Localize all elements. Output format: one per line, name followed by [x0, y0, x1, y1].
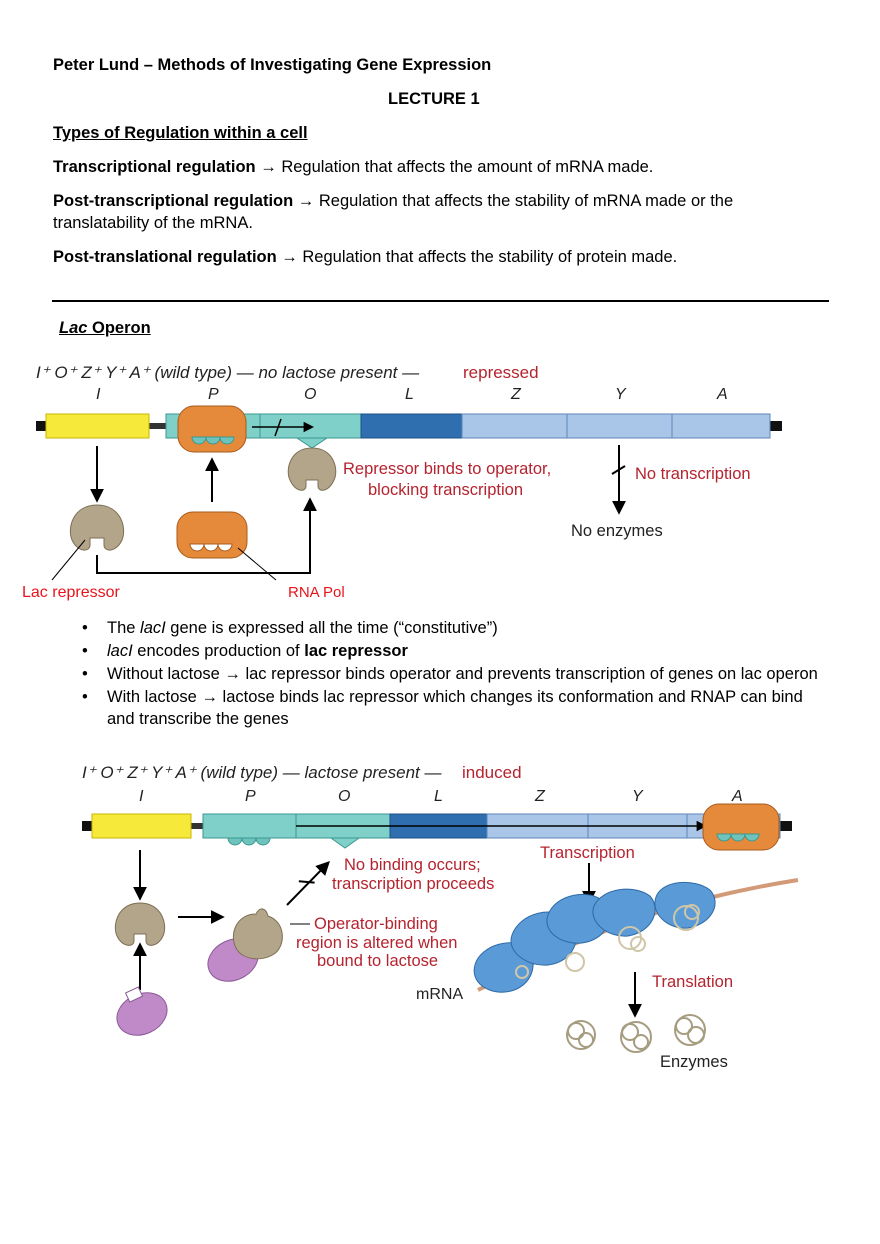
- ribosome-icon: [654, 881, 716, 929]
- fig1-title-genotype: I⁺ O⁺ Z⁺ Y⁺ A⁺ (wild type) — no lactose …: [36, 363, 420, 382]
- enzyme-icon: [566, 1020, 596, 1050]
- fig1-repressor-binding-path: [96, 497, 317, 574]
- regulation-item-transcriptional: Transcriptional regulation → Regulation …: [53, 156, 653, 178]
- fig2-enzymes: [566, 1014, 706, 1053]
- fig2-gene-label-z: Z: [534, 788, 546, 805]
- lac-operon-repressed-figure: I⁺ O⁺ Z⁺ Y⁺ A⁺ (wild type) — no lactose …: [22, 363, 782, 601]
- regulation-item-post-transcriptional: Post-transcriptional regulation → Regula…: [53, 190, 733, 212]
- list-item: lacI encodes production of lac repressor: [82, 640, 827, 662]
- bullet-text: encodes production of: [132, 642, 305, 660]
- fig2-mrna-strand: [477, 878, 799, 992]
- fig2-nascent-polypeptides: [515, 904, 700, 979]
- fig1-gene-label-z: Z: [510, 386, 522, 403]
- fig1-free-repressor-icon: [69, 504, 125, 551]
- fig1-gene-label-i: I: [96, 386, 101, 403]
- fig1-free-rna-pol-icon: [176, 511, 248, 559]
- list-item: Without lactose → lac repressor binds op…: [82, 663, 827, 685]
- ribosome-icon: [473, 942, 534, 993]
- list-item: With lactose → lactose binds lac repress…: [82, 686, 827, 730]
- regulation-term: Post-transcriptional regulation: [53, 192, 294, 210]
- operon-heading-rest: Operon: [87, 319, 151, 337]
- bullet-text: Without lactose → lac repressor binds op…: [107, 665, 818, 683]
- fig2-gene-label-a: A: [731, 788, 743, 805]
- ribosome-icon: [510, 911, 577, 966]
- fig2-annot-enzymes: Enzymes: [660, 1053, 728, 1071]
- operon-heading: Lac Operon: [59, 317, 151, 339]
- ribosome-icon: [546, 893, 610, 944]
- fig1-title-state: repressed: [463, 363, 539, 382]
- fig2-title-state: induced: [462, 763, 522, 782]
- arrow-icon: →: [281, 248, 298, 266]
- fig2-lactose-icon: [116, 986, 168, 1036]
- fig2-annot-translation: Translation: [652, 973, 733, 991]
- fig1-gene-label-p: P: [208, 386, 219, 403]
- fig1-annot-no-enzymes: No enzymes: [571, 522, 663, 540]
- fig1-annot-repressor-1: Repressor binds to operator,: [343, 460, 551, 478]
- operon-heading-italic: Lac: [59, 319, 88, 337]
- fig2-repressor-lactose-complex-icon: [207, 908, 283, 982]
- fig2-dna-strand: [82, 813, 792, 849]
- fig2-gene-label-y: Y: [632, 788, 644, 805]
- arrow-icon: →: [260, 158, 277, 176]
- fig1-gene-label-l: L: [405, 386, 414, 403]
- fig2-gene-label-i: I: [139, 788, 144, 805]
- bullet-text: gene is expressed all the time (“constit…: [165, 619, 498, 637]
- enzyme-icon: [620, 1021, 652, 1053]
- fig2-ribosomes: [473, 881, 716, 993]
- fig2-free-repressor-icon: [114, 902, 166, 946]
- bullet-italic: lacI: [107, 642, 133, 660]
- regulation-text: Regulation that affects the stability of…: [302, 248, 678, 266]
- regulation-text-continued: translatability of the mRNA.: [53, 214, 253, 232]
- fig2-annot-no-binding-2: transcription proceeds: [332, 875, 494, 893]
- fig1-gene-label-a: A: [716, 386, 728, 403]
- fig1-dna-strand: [36, 413, 782, 449]
- fig2-gene-label-p: P: [245, 788, 256, 805]
- fig2-annot-operator-1: Operator-binding: [314, 915, 438, 933]
- regulation-term: Post-translational regulation: [53, 248, 277, 266]
- fig1-gene-label-o: O: [304, 386, 316, 403]
- fig1-label-lac-repressor: Lac repressor: [22, 584, 120, 601]
- fig2-rna-pol-transcribing-icon: [702, 803, 780, 851]
- lecture-heading: LECTURE 1: [388, 90, 480, 108]
- fig2-annot-transcription: Transcription: [540, 844, 635, 862]
- fig1-rna-pol-bound-icon: [177, 405, 247, 453]
- regulation-heading: Types of Regulation within a cell: [53, 124, 308, 142]
- bullet-bold: lac repressor: [304, 642, 408, 660]
- fig2-annot-operator-2: region is altered when: [296, 934, 457, 952]
- enzyme-icon: [674, 1014, 706, 1046]
- fig1-gene-label-y: Y: [615, 386, 627, 403]
- arrow-icon: →: [297, 192, 315, 210]
- regulation-term: Transcriptional regulation: [53, 158, 256, 176]
- regulation-text: Regulation that affects the amount of mR…: [281, 158, 654, 176]
- fig2-no-binding-arrow: [286, 860, 330, 906]
- document-title: Peter Lund – Methods of Investigating Ge…: [53, 56, 492, 74]
- fig2-gene-label-o: O: [338, 788, 350, 805]
- regulation-item-post-translational: Post-translational regulation → Regulati…: [53, 246, 677, 268]
- fig1-rna-pol-pointer: [237, 547, 277, 581]
- fig1-repressor-bound-icon: [287, 447, 337, 491]
- fig1-label-rna-pol: RNA Pol: [288, 584, 345, 601]
- bullet-italic: lacI: [140, 619, 166, 637]
- section-divider: [52, 300, 829, 302]
- fig2-block-mark: [298, 880, 315, 884]
- fig2-gene-label-l: L: [434, 788, 443, 805]
- bullet-text: The: [107, 619, 141, 637]
- ribosome-icon: [592, 888, 656, 937]
- regulation-text: Regulation that affects the stability of…: [318, 192, 734, 210]
- fig1-annot-repressor-2: blocking transcription: [368, 481, 523, 499]
- bullet-text: With lactose → lactose binds lac repress…: [107, 688, 803, 728]
- fig2-annot-mrna: mRNA: [416, 986, 463, 1003]
- operon-bullet-list: The lacI gene is expressed all the time …: [82, 617, 827, 731]
- fig1-block-mark: [611, 465, 626, 475]
- fig1-annot-no-transcription: No transcription: [635, 465, 751, 483]
- fig1-lac-repressor-pointer: [51, 539, 86, 581]
- fig2-annot-no-binding-1: No binding occurs;: [344, 856, 481, 874]
- list-item: The lacI gene is expressed all the time …: [82, 617, 827, 639]
- fig2-annot-operator-3: bound to lactose: [317, 952, 438, 970]
- fig2-title-genotype: I⁺ O⁺ Z⁺ Y⁺ A⁺ (wild type) — lactose pre…: [82, 763, 442, 782]
